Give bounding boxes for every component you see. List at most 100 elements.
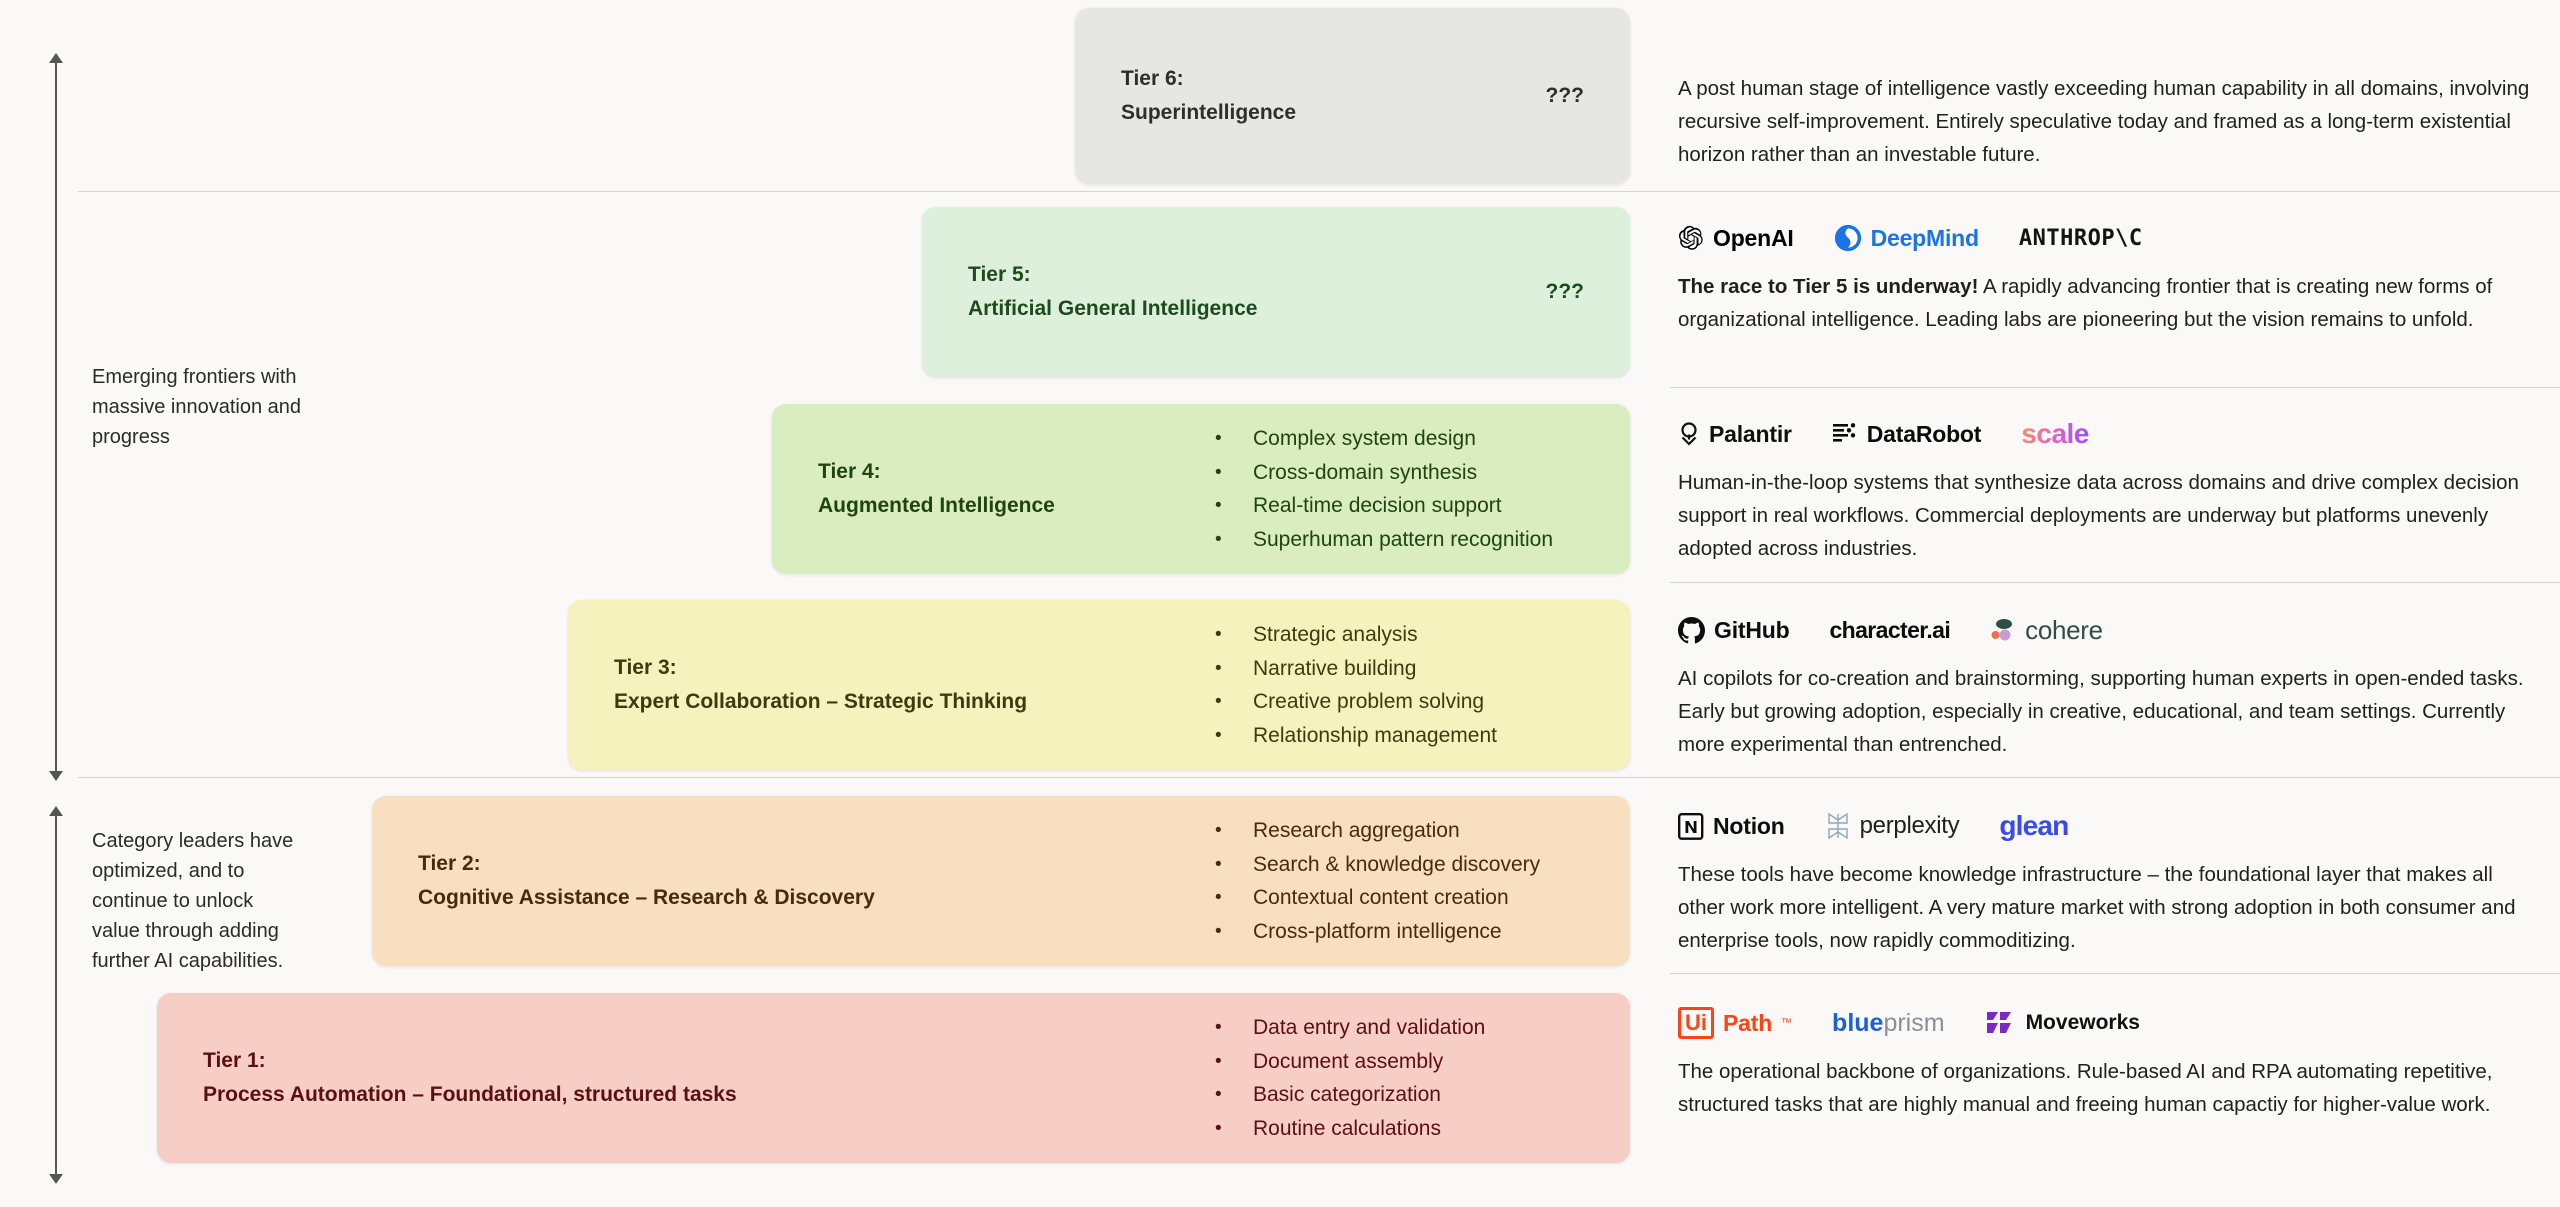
list-item: Basic categorization [1215, 1078, 1485, 1112]
tier-3-title: Expert Collaboration – Strategic Thinkin… [614, 690, 1028, 713]
list-item: Complex system design [1215, 422, 1553, 456]
datarobot-icon [1832, 423, 1855, 442]
github-label: GitHub [1714, 616, 1790, 643]
glean-label: glean [1999, 810, 2069, 841]
tier-5-title: Artificial General Intelligence [968, 297, 1258, 320]
tier-4-logo-row: Palantir DataRobot scale [1678, 414, 2538, 454]
palantir-label: Palantir [1709, 420, 1792, 447]
perplexity-label: perplexity [1859, 812, 1960, 839]
upper-axis-caption: Emerging frontiers with massive innovati… [92, 366, 302, 448]
palantir-logo: Palantir [1678, 421, 1792, 448]
divider-tier2 [78, 777, 2560, 778]
tier-bar-tier-5[interactable]: Tier 5: Artificial General Intelligence … [922, 207, 1630, 377]
deepmind-label: DeepMind [1870, 224, 1979, 251]
tier-5-number: Tier 5: [968, 263, 1031, 286]
datarobot-logo: DataRobot [1832, 421, 1981, 448]
cohere-label: cohere [2025, 614, 2103, 645]
tier-1-title: Process Automation – Foundational, struc… [203, 1083, 737, 1106]
tier-3-labels: Tier 3: Expert Collaboration – Strategic… [568, 651, 1027, 719]
tier-6-labels: Tier 6: Superintelligence [1075, 62, 1296, 130]
tier-4-number: Tier 4: [818, 460, 881, 483]
tier-5-description: The race to Tier 5 is underway! A rapidl… [1678, 270, 2538, 336]
divider-tier3 [1670, 582, 2560, 583]
list-item: Contextual content creation [1215, 881, 1540, 915]
list-item: Strategic analysis [1215, 618, 1497, 652]
perplexity-logo: perplexity [1825, 812, 1960, 840]
tier-1-logo-row: Ui Path ™ blue prism Moveworks [1678, 1003, 2538, 1043]
tier-1-number: Tier 1: [203, 1049, 266, 1072]
tier-3-right-block: GitHub character.ai cohere AI copilots f… [1678, 610, 2538, 761]
list-item: Narrative building [1215, 652, 1497, 686]
glean-logo: glean [1999, 810, 2069, 842]
notion-label: Notion [1713, 812, 1785, 839]
anthropic-label: ANTHROP\C [2018, 225, 2143, 251]
characterai-label: character.ai [1829, 616, 1951, 643]
blueprism-prism-label: prism [1883, 1008, 1945, 1037]
tier-2-right-block: Notion perplexity glean These tools have… [1678, 806, 2538, 957]
tier-1-labels: Tier 1: Process Automation – Foundationa… [157, 1044, 737, 1112]
tier-4-bullets: Complex system design Cross-domain synth… [1215, 422, 1553, 556]
tier-3-number: Tier 3: [614, 656, 677, 679]
lower-axis-caption: Category leaders have optimized, and to … [92, 830, 294, 972]
upper-axis-arrow [49, 53, 63, 781]
tier-6-right-block: A post human stage of intelligence vastl… [1678, 72, 2538, 171]
tier-4-right-block: Palantir DataRobot scale Human-in-the-lo… [1678, 414, 2538, 565]
tier-2-bullets: Research aggregation Search & knowledge … [1215, 814, 1540, 948]
tier-1-description: The operational backbone of organization… [1678, 1060, 2493, 1116]
notion-logo: Notion [1678, 813, 1785, 840]
tier-1-bullets: Data entry and validation Document assem… [1215, 1011, 1485, 1145]
list-item: Routine calculations [1215, 1112, 1485, 1146]
github-logo: GitHub [1678, 616, 1790, 644]
tier-2-number: Tier 2: [418, 852, 481, 875]
tier-4-title: Augmented Intelligence [818, 494, 1055, 517]
deepmind-icon [1834, 224, 1861, 252]
list-item: Research aggregation [1215, 814, 1540, 848]
list-item: Superhuman pattern recognition [1215, 523, 1553, 557]
blueprism-blue-label: blue [1832, 1008, 1884, 1037]
notion-icon [1678, 812, 1704, 840]
tier-5-labels: Tier 5: Artificial General Intelligence [922, 258, 1257, 326]
uipath-ui-label: Ui [1678, 1007, 1714, 1039]
lower-axis-arrow [49, 806, 63, 1184]
tier-5-logo-row: OpenAI DeepMind ANTHROP\C [1678, 218, 2538, 258]
axis-arrowhead-down-lower [49, 1174, 63, 1184]
moveworks-icon [1986, 1012, 2011, 1033]
uipath-logo: Ui Path ™ [1678, 1007, 1792, 1039]
tier-6-number: Tier 6: [1121, 67, 1184, 90]
scale-logo: scale [2021, 418, 2089, 450]
moveworks-label: Moveworks [2025, 1011, 2140, 1034]
cohere-icon [1991, 619, 2013, 641]
openai-label: OpenAI [1713, 224, 1794, 251]
list-item: Real-time decision support [1215, 489, 1553, 523]
list-item: Search & knowledge discovery [1215, 848, 1540, 882]
list-item: Creative problem solving [1215, 685, 1497, 719]
tier-3-bullets: Strategic analysis Narrative building Cr… [1215, 618, 1497, 752]
axis-arrowhead-up [49, 53, 63, 63]
tier-2-description: These tools have become knowledge infras… [1678, 863, 2516, 952]
tier-5-marker: ??? [1545, 280, 1584, 303]
list-item: Cross-platform intelligence [1215, 915, 1540, 949]
tier-6-title: Superintelligence [1121, 101, 1297, 124]
characterai-logo: character.ai [1829, 617, 1950, 644]
blueprism-logo: blue prism [1832, 1009, 1945, 1038]
palantir-icon [1681, 422, 1697, 446]
moveworks-logo: Moveworks [1985, 1009, 2140, 1037]
scale-label: scale [2021, 418, 2089, 449]
tier-5-right-block: OpenAI DeepMind ANTHROP\C The race to Ti… [1678, 218, 2538, 336]
uipath-path-label: Path [1723, 1009, 1773, 1036]
uipath-trademark-label: ™ [1781, 1017, 1793, 1029]
axis-arrowhead-up-lower [49, 806, 63, 816]
tier-bar-tier-6[interactable]: Tier 6: Superintelligence ??? [1075, 8, 1630, 184]
perplexity-icon [1827, 812, 1848, 840]
divider-tier5 [1670, 191, 2560, 192]
tier-3-logo-row: GitHub character.ai cohere [1678, 610, 2538, 650]
tier-4-description: Human-in-the-loop systems that synthesiz… [1678, 471, 2519, 560]
tier-5-description-body: A rapidly advancing frontier that is cre… [1678, 275, 2493, 331]
openai-icon [1678, 225, 1703, 250]
list-item: Document assembly [1215, 1045, 1485, 1079]
cohere-logo: cohere [1990, 615, 2103, 646]
openai-logo: OpenAI [1678, 225, 1794, 252]
tier-2-labels: Tier 2: Cognitive Assistance – Research … [372, 847, 875, 915]
tier-1-right-block: Ui Path ™ blue prism Moveworks The opera… [1678, 1003, 2538, 1121]
